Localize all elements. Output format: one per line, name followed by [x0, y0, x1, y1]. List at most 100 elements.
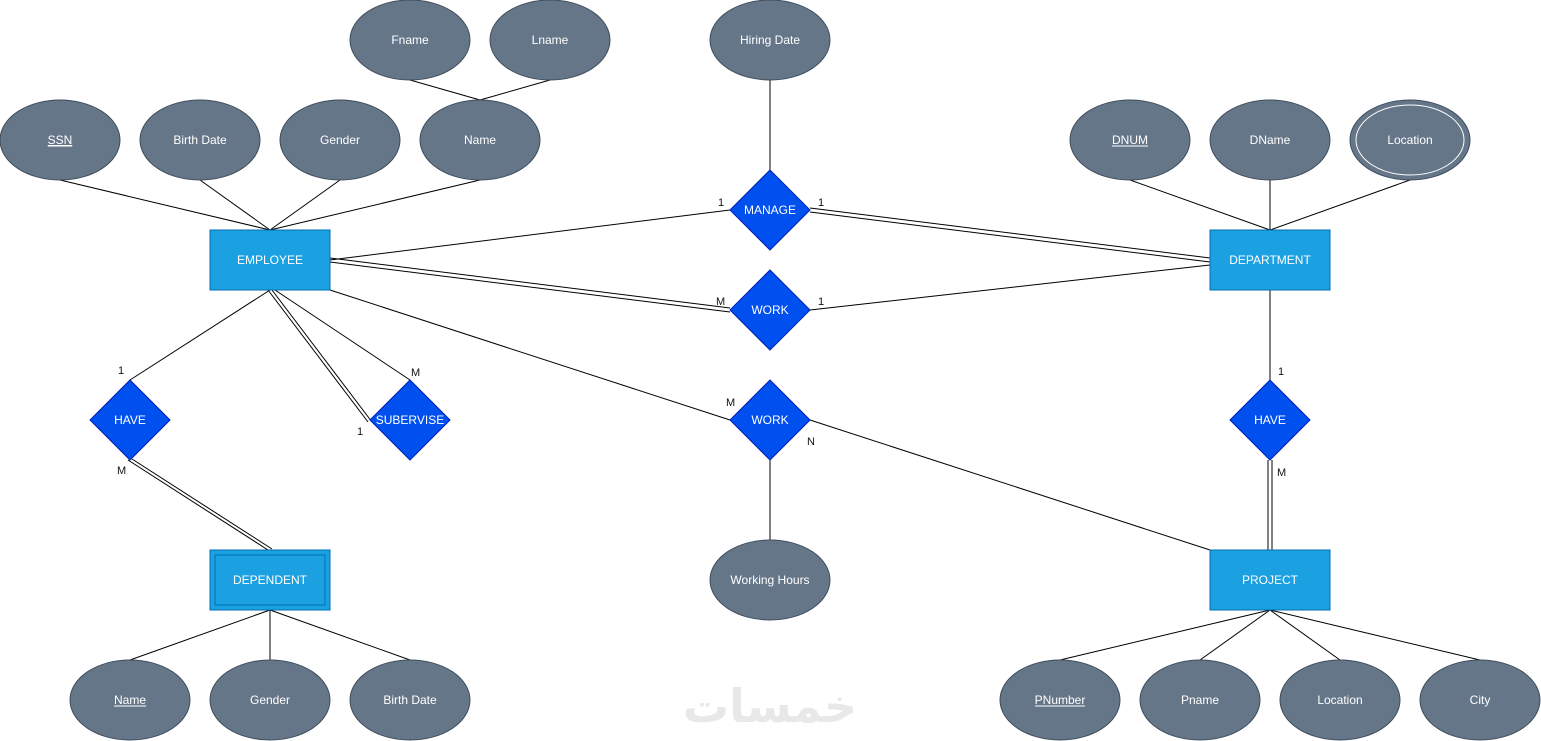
svg-text:Working Hours: Working Hours	[730, 573, 809, 587]
svg-text:Name: Name	[464, 133, 496, 147]
connector-work-employee-a	[329, 257, 731, 309]
connector-fname	[409, 79, 481, 101]
svg-text:SSN: SSN	[48, 133, 73, 147]
attribute-dep-name-key: Name	[69, 659, 191, 741]
attribute-fname: Fname	[349, 0, 471, 81]
attribute-dep-gender: Gender	[209, 659, 331, 741]
svg-text:DName: DName	[1250, 133, 1291, 147]
svg-text:DEPENDENT: DEPENDENT	[233, 573, 308, 587]
connector-emp-gender	[269, 179, 341, 231]
svg-text:HAVE: HAVE	[1254, 413, 1286, 427]
relationship-work-department: WORK	[729, 269, 811, 351]
connector-subervise-bottom-b	[271, 289, 373, 423]
connector-subervise-bottom-a	[267, 289, 369, 423]
connector-subervise-top	[274, 289, 411, 381]
connector-work-department	[809, 264, 1211, 311]
svg-text:Gender: Gender	[250, 693, 290, 707]
attribute-hiring-date: Hiring Date	[709, 0, 831, 81]
card-work-employee: M	[716, 296, 725, 308]
connector-city	[1269, 609, 1481, 661]
relationship-have-project: HAVE	[1229, 379, 1311, 461]
attribute-emp-gender: Gender	[279, 99, 401, 181]
attribute-proj-location: Location	[1279, 659, 1401, 741]
relationship-subervise: SUBERVISE	[369, 379, 451, 461]
card-work-department: 1	[818, 296, 824, 308]
entity-employee: EMPLOYEE	[209, 229, 331, 291]
connector-have-dependent-b	[131, 458, 273, 550]
svg-text:City: City	[1470, 693, 1491, 707]
card-have-dependent: M	[117, 465, 126, 477]
attribute-dep-birth-date: Birth Date	[349, 659, 471, 741]
connector-lname	[479, 79, 551, 101]
svg-text:Birth Date: Birth Date	[383, 693, 437, 707]
svg-text:Fname: Fname	[391, 33, 429, 47]
relationship-work-project: WORK	[729, 379, 811, 461]
connector-work-employee-b	[329, 261, 731, 313]
attribute-dname: DName	[1209, 99, 1331, 181]
connector-dnum	[1129, 179, 1271, 231]
attribute-pnumber-key: PNumber	[999, 659, 1121, 741]
svg-text:WORK: WORK	[751, 303, 788, 317]
attribute-pname: Pname	[1139, 659, 1261, 741]
connector-manage-department-b	[809, 211, 1211, 263]
card-havep-department: 1	[1278, 366, 1284, 378]
card-subervise-top: M	[411, 367, 420, 379]
svg-text:HAVE: HAVE	[114, 413, 146, 427]
entity-dependent-weak: DEPENDENT	[209, 549, 331, 611]
connector-proj-location	[1269, 609, 1341, 661]
svg-text:MANAGE: MANAGE	[744, 203, 796, 217]
card-have-employee: 1	[118, 365, 124, 377]
card-manage-employee: 1	[718, 197, 724, 209]
connector-emp-birth-date	[199, 179, 271, 231]
connector-have-dependent-a	[127, 459, 269, 551]
svg-text:Hiring Date: Hiring Date	[740, 33, 800, 47]
connector-pnumber	[1059, 609, 1271, 661]
svg-text:EMPLOYEE: EMPLOYEE	[237, 253, 303, 267]
attribute-lname: Lname	[489, 0, 611, 81]
svg-text:Pname: Pname	[1181, 693, 1219, 707]
relationship-manage: MANAGE	[729, 169, 811, 251]
card-havep-project: M	[1277, 467, 1286, 479]
entity-project: PROJECT	[1209, 549, 1331, 611]
attribute-working-hours: Working Hours	[709, 539, 831, 621]
connector-dep-birth-date	[269, 609, 411, 661]
connector-manage-department-a	[809, 207, 1211, 259]
svg-text:SUBERVISE: SUBERVISE	[376, 413, 444, 427]
connector-ssn	[59, 179, 271, 231]
connector-lines	[59, 79, 1481, 661]
attribute-dnum-key: DNUM	[1069, 99, 1191, 181]
svg-text:Name: Name	[114, 693, 146, 707]
connector-emp-name	[269, 179, 481, 231]
entity-department: DEPARTMENT	[1209, 229, 1331, 291]
svg-text:Lname: Lname	[532, 33, 569, 47]
attribute-emp-name: Name	[419, 99, 541, 181]
connector-manage-employee	[329, 209, 731, 261]
cardinality-labels: 1 1 M 1 1 M M 1 M N 1 M	[117, 197, 1286, 479]
attribute-emp-birth-date: Birth Date	[139, 99, 261, 181]
svg-text:DEPARTMENT: DEPARTMENT	[1229, 253, 1311, 267]
card-manage-department: 1	[818, 197, 824, 209]
attribute-city: City	[1419, 659, 1541, 741]
svg-text:Gender: Gender	[320, 133, 360, 147]
svg-text:Location: Location	[1317, 693, 1362, 707]
connector-dept-location	[1269, 179, 1411, 231]
relationship-have-dependent: HAVE	[89, 379, 171, 461]
svg-text:PROJECT: PROJECT	[1242, 573, 1299, 587]
connector-pname	[1199, 609, 1271, 661]
svg-text:PNumber: PNumber	[1035, 693, 1086, 707]
card-subervise-bottom: 1	[357, 426, 363, 438]
svg-text:DNUM: DNUM	[1112, 133, 1148, 147]
svg-text:Birth Date: Birth Date	[173, 133, 227, 147]
connector-dep-name	[129, 609, 271, 661]
svg-text:Location: Location	[1387, 133, 1432, 147]
connector-workp-employee	[329, 289, 731, 421]
svg-text:WORK: WORK	[751, 413, 788, 427]
card-workp-employee: M	[726, 397, 735, 409]
connector-have-employee	[129, 289, 271, 381]
connector-workp-project	[809, 419, 1211, 551]
attribute-dept-location-multivalued: Location	[1349, 99, 1471, 181]
watermark-logo: خمسات	[683, 679, 857, 733]
card-workp-project: N	[807, 436, 815, 448]
attribute-ssn-key: SSN	[0, 99, 121, 181]
